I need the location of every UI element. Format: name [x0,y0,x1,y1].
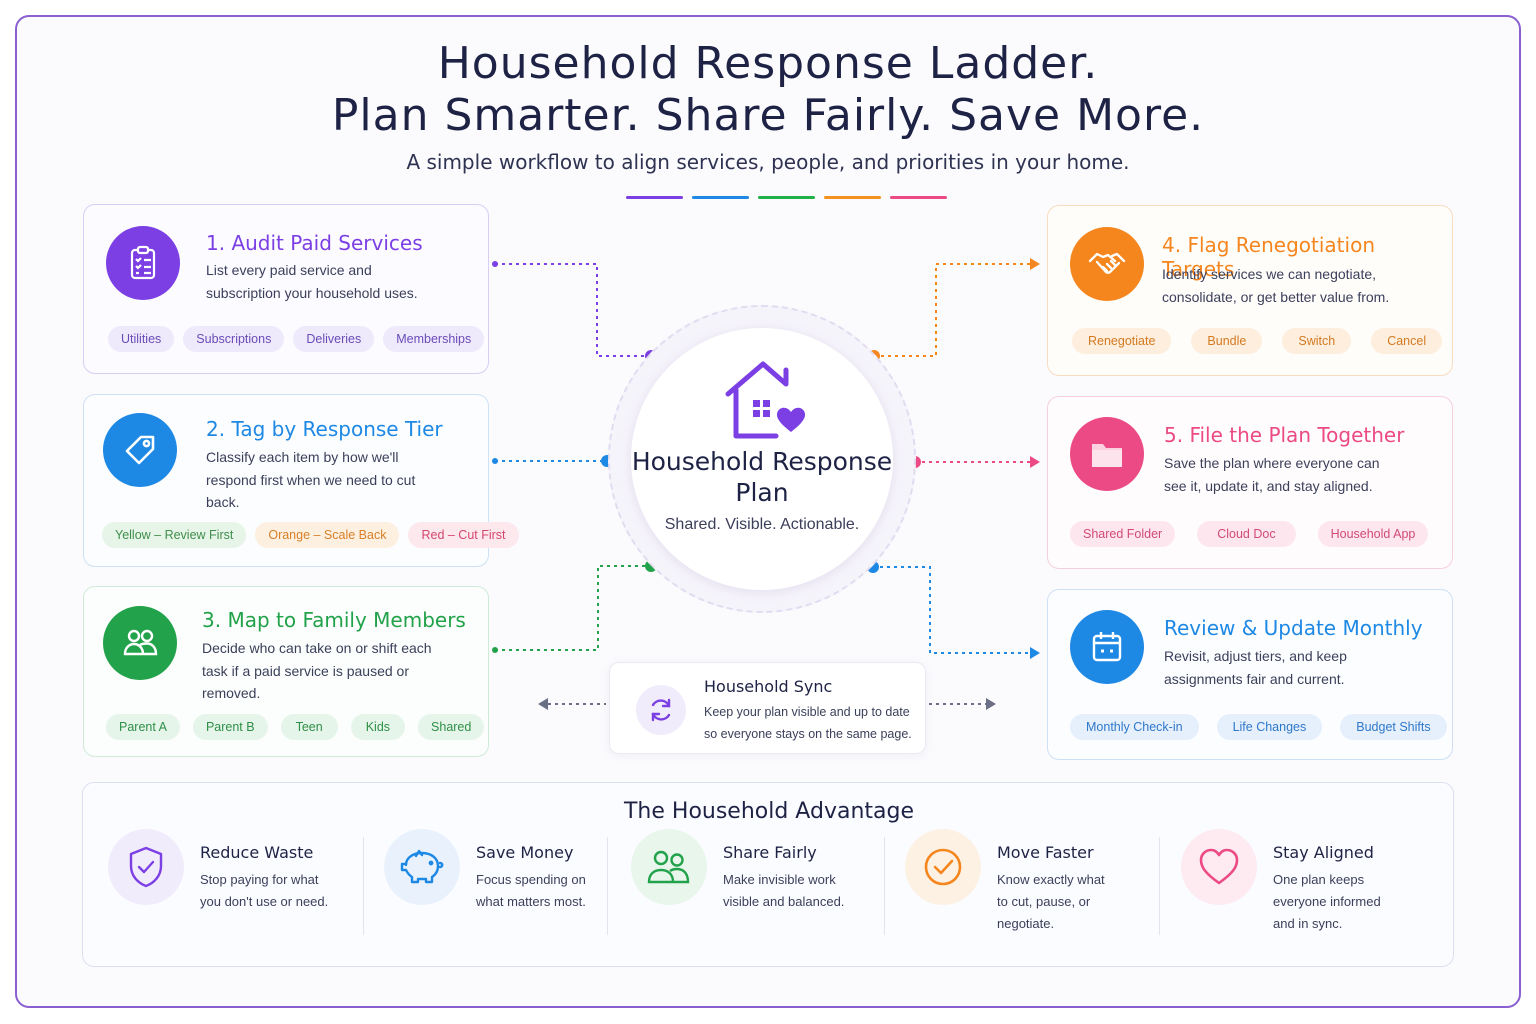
step-title: 2. Tag by Response Tier [206,417,443,441]
step-description: List every paid service and subscription… [206,262,418,301]
divider [363,837,364,935]
chip-household-app[interactable]: Household App [1317,521,1429,547]
sync-icon [636,685,686,735]
step-title: 3. Map to Family Members [202,608,466,632]
divider-segment [890,196,947,199]
tag-icon [103,413,177,487]
advantage-item-title: Save Money [476,843,574,862]
chip-subscriptions[interactable]: Subscriptions [183,326,285,352]
step-card-file[interactable]: 5. File the Plan Together Save the plan … [1047,396,1453,569]
chip-kids[interactable]: Kids [350,714,406,740]
chip-shared-folder[interactable]: Shared Folder [1070,521,1176,547]
chip-teen[interactable]: Teen [280,714,338,740]
advantage-item-desc: Stop paying for what you don't use or ne… [200,872,329,909]
divider [884,837,885,935]
advantage-item-desc: One plan keeps everyone informed and in … [1273,872,1381,931]
chip-shared[interactable]: Shared [418,714,485,740]
advantage-item-desc: Know exactly what to cut, pause, or nego… [997,872,1105,931]
sync-title: Household Sync [704,677,833,696]
chip-budget-shifts[interactable]: Budget Shifts [1340,714,1447,740]
handshake-icon [1070,227,1144,301]
hub-title: Household Response Plan [631,447,893,507]
house-heart-icon [720,358,810,447]
users-icon [631,829,707,905]
shield-check-icon [108,829,184,905]
chip-life-changes[interactable]: Life Changes [1216,714,1323,740]
clipboard-icon [106,226,180,300]
step-description: Revisit, adjust tiers, and keep assignme… [1164,648,1347,687]
page-subtitle: A simple workflow to align services, peo… [406,150,1130,174]
step-title: 5. File the Plan Together [1164,423,1405,447]
chip-cloud-doc[interactable]: Cloud Doc [1197,521,1296,547]
advantage-panel: The Household Advantage Reduce Waste Sto… [82,782,1454,967]
chip-utilities[interactable]: Utilities [108,326,175,352]
color-divider [626,196,947,199]
step-card-audit[interactable]: 1. Audit Paid Services List every paid s… [83,204,489,374]
step-card-review[interactable]: Review & Update Monthly Revisit, adjust … [1047,589,1453,760]
piggy-bank-icon [384,829,460,905]
users-icon [103,606,177,680]
chip-parent-b[interactable]: Parent B [192,714,268,740]
hub-subtitle: Shared. Visible. Actionable. [664,516,860,533]
step-description: Save the plan where everyone can see it,… [1164,455,1380,494]
step-description: Decide who can take on or shift each tas… [202,640,432,701]
advantage-item-title: Stay Aligned [1273,843,1374,862]
page-title-line1: Household Response Ladder. [437,38,1099,89]
advantage-item-title: Share Fairly [723,843,817,862]
advantage-item-title: Reduce Waste [200,843,314,862]
divider [607,837,608,935]
step-title: Review & Update Monthly [1164,616,1423,640]
step-card-renegotiate[interactable]: 4. Flag Renegotiation Targets Identify s… [1047,205,1453,376]
advantage-title: The Household Advantage [623,799,914,824]
step-title: 1. Audit Paid Services [206,231,423,255]
chip-bundle[interactable]: Bundle [1191,328,1263,354]
advantage-item-desc: Make invisible work visible and balanced… [723,872,845,909]
chip-memberships[interactable]: Memberships [383,326,485,352]
step-title: 4. Flag Renegotiation Targets [1162,233,1375,281]
hub-plan[interactable]: Household Response Plan Shared. Visible.… [631,328,893,590]
chip-renegotiate[interactable]: Renegotiate [1072,328,1172,354]
step-description: Identify services we can negotiate, cons… [1162,266,1390,305]
advantage-item-title: Move Faster [997,843,1094,862]
chip-cancel[interactable]: Cancel [1371,328,1443,354]
check-circle-icon [905,829,981,905]
step-description: Classify each item by how we'll respond … [206,449,416,510]
calendar-icon [1070,610,1144,684]
chip-deliveries[interactable]: Deliveries [293,326,375,352]
chip-monthly-check-in[interactable]: Monthly Check-in [1070,714,1199,740]
divider [1159,837,1160,935]
step-card-tag[interactable]: 2. Tag by Response Tier Classify each it… [83,394,519,567]
divider-segment [758,196,815,199]
folder-icon [1070,417,1144,491]
step-card-map[interactable]: 3. Map to Family Members Decide who can … [83,586,489,757]
divider-segment [626,196,683,199]
page-title-line2: Plan Smarter. Share Fairly. Save More. [331,90,1205,141]
chip-red-tier[interactable]: Red – Cut First [408,522,519,548]
chip-parent-a[interactable]: Parent A [106,714,180,740]
divider-segment [692,196,749,199]
household-sync-card[interactable]: Household Sync Keep your plan visible an… [609,662,926,754]
advantage-item-desc: Focus spending on what matters most. [476,872,586,909]
chip-orange-tier[interactable]: Orange – Scale Back [255,522,400,548]
divider-segment [824,196,881,199]
chip-yellow-tier[interactable]: Yellow – Review First [102,522,247,548]
heart-icon [1181,829,1257,905]
chip-switch[interactable]: Switch [1282,328,1352,354]
sync-description: Keep your plan visible and up to date so… [704,705,912,741]
